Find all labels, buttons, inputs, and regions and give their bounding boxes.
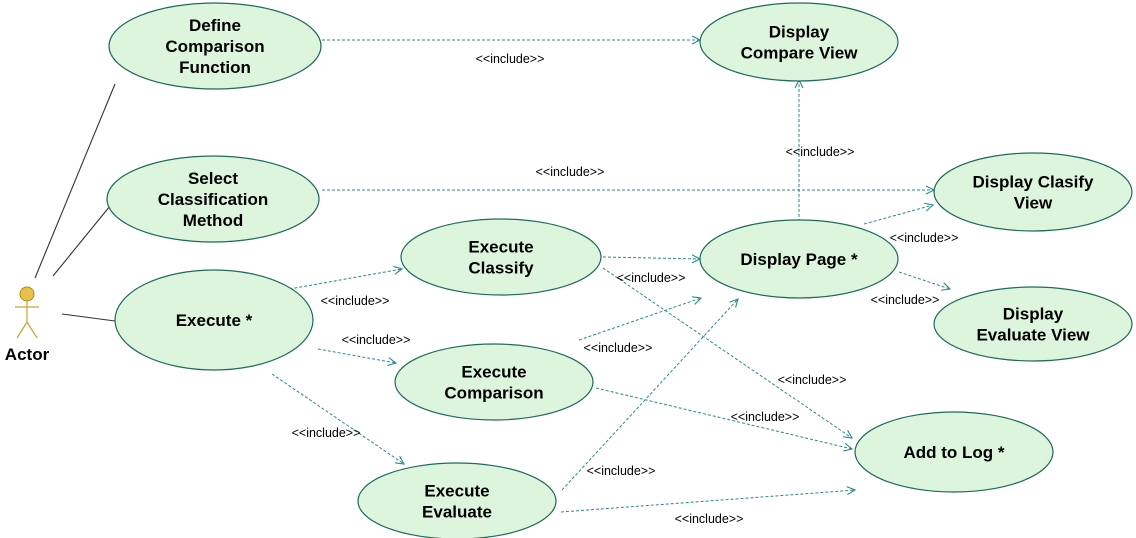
include-label: <<include>> (778, 373, 847, 387)
association-define (34, 83, 116, 279)
stick-figure-icon (15, 286, 39, 339)
use-case-label: Execute (461, 363, 526, 382)
include-arrow-exec_compare-to-add_log[interactable] (595, 387, 852, 449)
include-label: <<include>> (786, 145, 855, 159)
include-label: <<include>> (584, 341, 653, 355)
include-label: <<include>> (617, 271, 686, 285)
use-case-ellipse (114, 269, 314, 371)
use-case-ellipse (699, 219, 899, 299)
include-arrow-execute-to-exec_evaluate[interactable] (271, 373, 404, 464)
use-case-layer: DefineComparisonFunctionSelectClassifica… (106, 2, 1133, 538)
use-case-label: Method (183, 211, 243, 230)
use-case-label: Display Clasify (973, 173, 1094, 192)
use-case-label: Execute (424, 482, 489, 501)
include-arrow-exec_classify-to-display_page[interactable] (602, 257, 700, 259)
use-case-ellipse (400, 218, 602, 296)
use-case-ellipse (933, 286, 1133, 362)
use-case-ellipse (933, 152, 1133, 232)
use-case-label: Select (188, 169, 238, 188)
include-label: <<include>> (292, 426, 361, 440)
use-case-label: Display Page * (740, 250, 858, 269)
use-case-label: View (1014, 194, 1053, 213)
use-case-label: Compare View (741, 44, 859, 63)
use-case-label: Comparison (165, 37, 264, 56)
use-case-ellipse (394, 343, 594, 421)
use-case-label: Function (179, 58, 251, 77)
include-label-layer: <<include>> <<include>> <<include>> <<inclu… (292, 52, 959, 526)
use-case-ellipse (106, 155, 320, 243)
use-case-label: Add to Log * (903, 443, 1004, 462)
use-case-label: Classification (158, 190, 269, 209)
use-case-label: Evaluate (422, 503, 492, 522)
include-arrow-exec_evaluate-to-add_log[interactable] (560, 490, 855, 513)
include-arrow-exec_evaluate-to-display_page[interactable] (561, 299, 738, 491)
include-label: <<include>> (871, 293, 940, 307)
use-case-add-log[interactable]: Add to Log * (854, 411, 1054, 493)
association-layer (34, 83, 116, 322)
include-arrow-exec_classify-to-add_log[interactable] (602, 267, 852, 438)
include-label: <<include>> (321, 294, 390, 308)
use-case-ellipse (108, 2, 322, 90)
actor-label: Actor (5, 345, 50, 364)
use-case-label: Define (189, 16, 241, 35)
include-label: <<include>> (342, 333, 411, 347)
use-case-execute[interactable]: Execute * (114, 269, 314, 371)
use-case-ellipse (357, 462, 557, 538)
include-label: <<include>> (675, 512, 744, 526)
include-arrow-display_page-to-display_clasify[interactable] (863, 205, 933, 225)
include-label: <<include>> (731, 410, 800, 424)
use-case-label: Comparison (444, 384, 543, 403)
use-case-label: Display (1003, 305, 1064, 324)
use-case-label: Display (769, 23, 830, 42)
use-case-label: Evaluate View (976, 326, 1090, 345)
use-case-label: Execute * (176, 311, 253, 330)
association-select (52, 205, 111, 277)
include-label: <<include>> (536, 165, 605, 179)
use-case-label: Classify (468, 259, 534, 278)
actor[interactable]: Actor (5, 286, 50, 364)
include-layer (249, 40, 950, 513)
use-case-ellipse (854, 411, 1054, 493)
include-arrow-exec_compare-to-display_page[interactable] (578, 298, 701, 341)
include-label: <<include>> (476, 52, 545, 66)
include-arrow-execute-to-exec_compare[interactable] (317, 348, 396, 363)
use-case-ellipse (699, 2, 899, 82)
include-label: <<include>> (587, 464, 656, 478)
use-case-display-page[interactable]: Display Page * (699, 219, 899, 299)
include-arrow-display_page-to-display_evaluate[interactable] (898, 271, 950, 289)
association-execute (61, 313, 116, 322)
include-label: <<include>> (890, 231, 959, 245)
use-case-label: Execute (468, 238, 533, 257)
